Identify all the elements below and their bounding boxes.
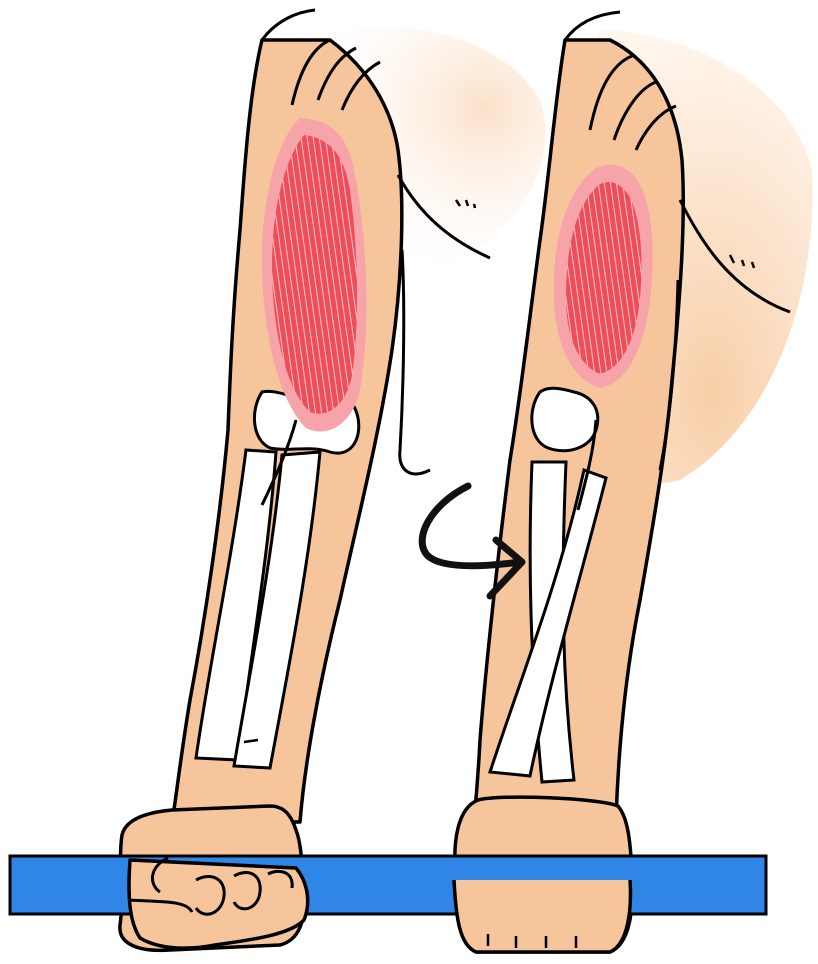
barbell-bar [10,856,766,914]
right-knuckles [454,880,630,952]
right-humerus-condyle [532,388,598,450]
